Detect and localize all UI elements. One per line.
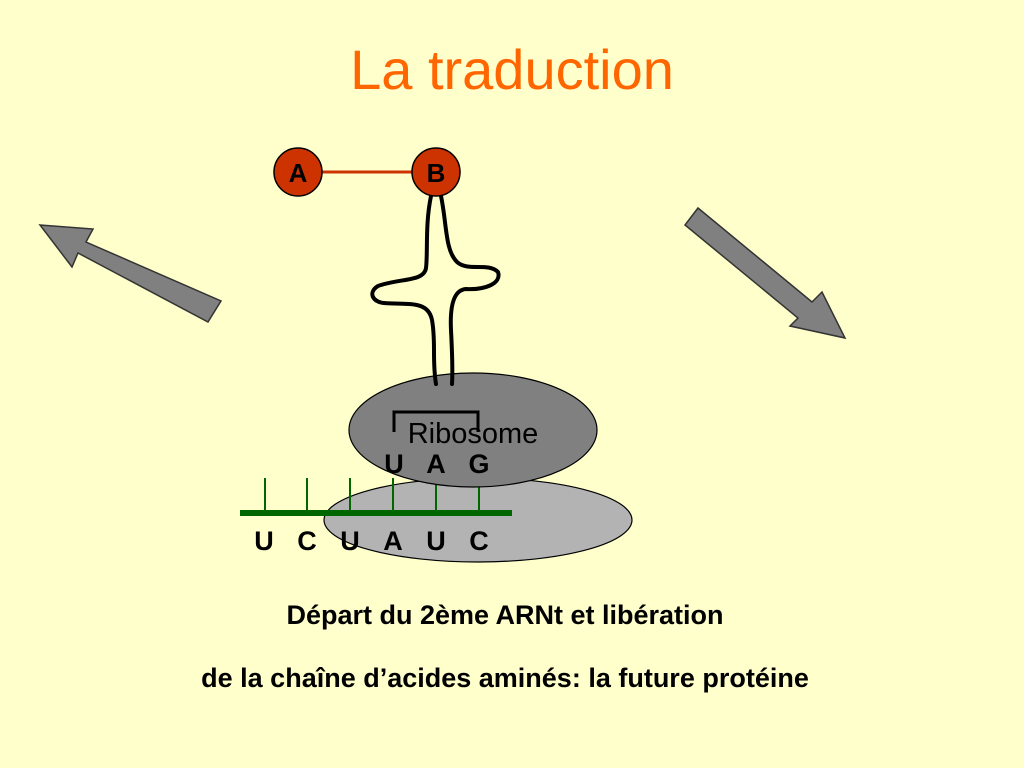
caption-line-2: de la chaîne d’acides aminés: la future … xyxy=(201,663,809,693)
mrna-base: U xyxy=(426,526,446,556)
slide-title: La traduction xyxy=(350,38,674,101)
anticodon-base: U xyxy=(384,449,404,479)
mrna-base: U xyxy=(340,526,360,556)
anticodon-base: G xyxy=(468,449,489,479)
amino-acid-a: A xyxy=(273,147,323,197)
trna-molecule xyxy=(370,194,501,386)
caption-line-1: Départ du 2ème ARNt et libération xyxy=(286,600,724,630)
anticodon-bracket xyxy=(392,410,480,432)
ribosome-large-subunit xyxy=(348,372,598,488)
arrow-up-left-icon xyxy=(38,224,223,323)
anticodon-base: A xyxy=(426,449,446,479)
arrow-down-right-icon xyxy=(683,206,847,340)
amino-acid-b: B xyxy=(411,147,461,197)
mrna-base: C xyxy=(297,526,317,556)
mrna-base: U xyxy=(254,526,274,556)
mrna-base: C xyxy=(469,526,489,556)
mrna-bases: U C U A U C xyxy=(254,526,489,556)
anticodon-letters: U A G xyxy=(384,449,489,479)
ribosome-label: Ribosome xyxy=(408,418,539,450)
amino-acid-b-label: B xyxy=(427,158,446,188)
amino-acid-a-label: A xyxy=(289,158,308,188)
mrna-base: A xyxy=(383,526,403,556)
